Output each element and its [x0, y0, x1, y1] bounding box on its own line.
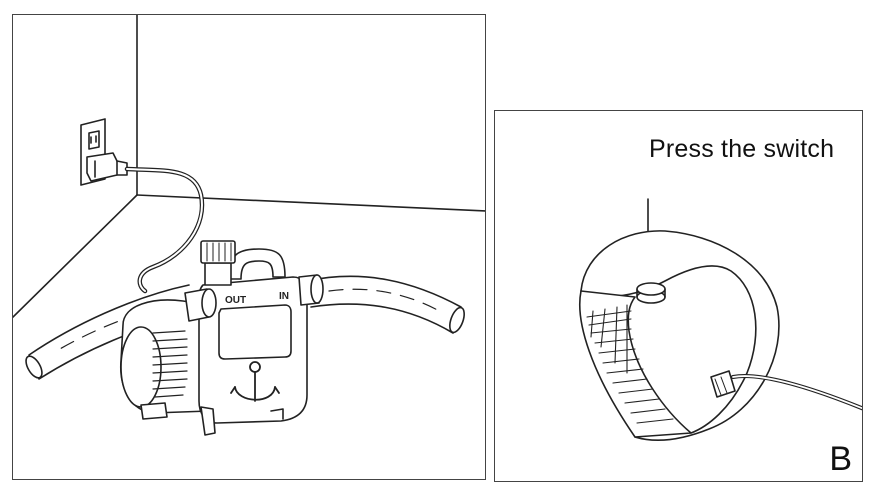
pump-motor — [120, 299, 210, 420]
inlet-coupling — [298, 274, 324, 306]
cooling-fins — [579, 290, 692, 438]
room-walls — [13, 15, 485, 318]
switch-button — [636, 282, 666, 304]
instruction-caption: Press the switch — [649, 135, 835, 163]
priming-cap — [200, 240, 236, 286]
power-cord — [124, 166, 205, 294]
cord-gland — [710, 370, 862, 411]
outlet-coupling — [184, 288, 217, 322]
installation-illustration-panel: OUT IN — [12, 14, 486, 480]
outlet-hose-right — [306, 275, 465, 334]
inlet-label: IN — [279, 291, 289, 302]
outlet-label: OUT — [225, 295, 246, 306]
anchor-emblem — [230, 361, 280, 402]
pump-handle — [228, 248, 286, 280]
power-plug — [86, 152, 128, 182]
pump-installation-drawing: OUT IN — [13, 15, 485, 436]
panel-letter: B — [829, 440, 852, 478]
switch-detail-panel: Press the switch — [494, 110, 863, 482]
switch-detail-drawing — [579, 198, 862, 442]
